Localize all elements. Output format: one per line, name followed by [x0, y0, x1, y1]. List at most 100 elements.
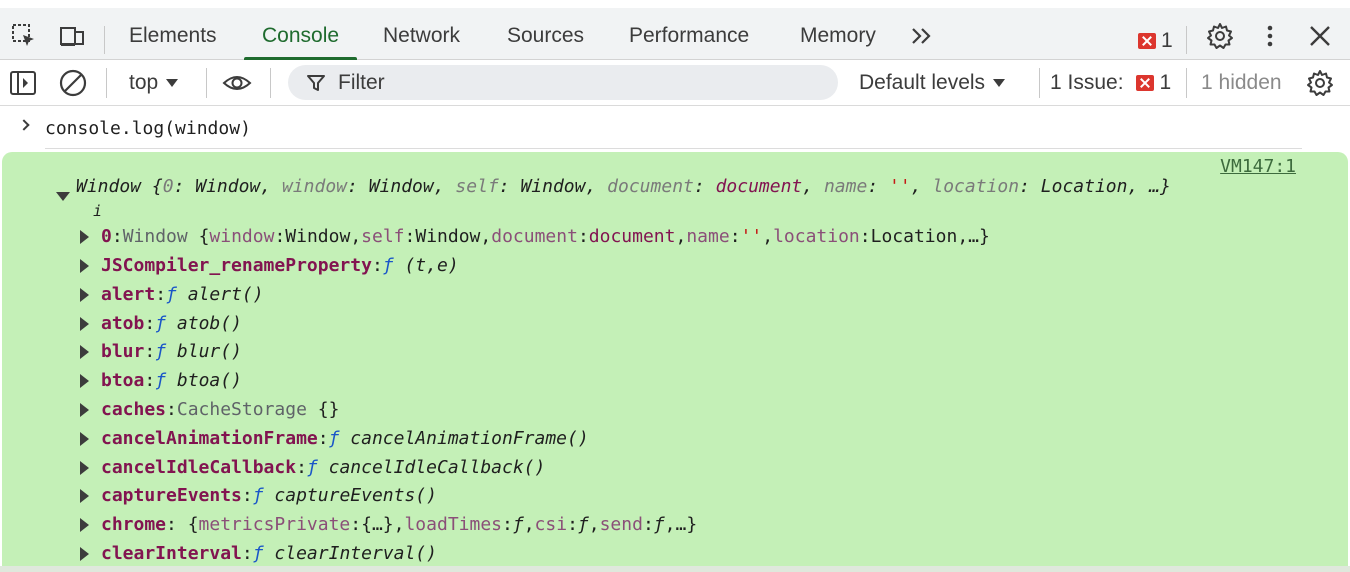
inspect-element-icon[interactable] [10, 22, 38, 50]
prompt-chevron-icon [18, 119, 30, 131]
issues-button[interactable]: 1 Issue: 1 [1050, 70, 1171, 96]
property-row[interactable]: btoa: ƒ btoa() [80, 366, 242, 395]
summary-key: name [823, 176, 868, 197]
source-link[interactable]: VM147:1 [1220, 156, 1296, 177]
property-row[interactable]: cancelAnimationFrame: ƒ cancelAnimationF… [80, 424, 589, 453]
property-row[interactable]: blur: ƒ blur() [80, 337, 242, 366]
summary-key: window [281, 176, 347, 197]
property-row[interactable]: cancelIdleCallback: ƒ cancelIdleCallback… [80, 453, 545, 482]
settings-icon[interactable] [1206, 22, 1234, 50]
property-key: chrome [101, 514, 167, 535]
tab-console[interactable]: Console [244, 22, 358, 60]
preview-value: Window [285, 226, 351, 247]
tab-elements[interactable]: Elements [129, 22, 217, 60]
more-tabs-icon[interactable] [908, 22, 936, 50]
preview-value: ƒ [653, 514, 665, 535]
property-row[interactable]: caches: CacheStorage {} [80, 395, 339, 424]
tab-memory[interactable]: Memory [800, 22, 876, 60]
sidebar-toggle-icon[interactable] [8, 68, 38, 98]
property-key: atob [101, 313, 145, 334]
function-marker: ƒ [252, 485, 264, 506]
expand-triangle-icon[interactable] [80, 373, 89, 388]
summary-value: Window [195, 176, 261, 197]
issues-count: 1 [1159, 71, 1172, 94]
context-selector[interactable]: top [129, 70, 179, 96]
tab-label: Sources [507, 24, 585, 47]
property-row[interactable]: clearInterval: ƒ clearInterval() [80, 539, 437, 568]
filter-input[interactable]: Filter [288, 65, 838, 100]
object-class: Window [76, 176, 142, 197]
property-row[interactable]: captureEvents: ƒ captureEvents() [80, 481, 437, 510]
preview-key: name [686, 226, 730, 247]
toolbar-divider [1186, 68, 1187, 98]
expand-triangle-icon[interactable] [80, 287, 89, 302]
property-key: captureEvents [101, 485, 242, 506]
log-levels-dropdown[interactable]: Default levels [859, 70, 1006, 96]
issues-label: 1 Issue: [1050, 71, 1124, 94]
summary-key: location [932, 176, 1020, 197]
tab-network[interactable]: Network [383, 22, 460, 60]
preview-key: location [773, 226, 860, 247]
preview-value: document [588, 226, 676, 247]
error-icon [1138, 33, 1156, 49]
bottom-scroll-edge [0, 566, 1350, 572]
preview-key: document [491, 226, 578, 247]
expand-triangle-icon[interactable] [80, 258, 89, 273]
console-command: console.log(window) [45, 118, 251, 139]
expand-triangle-icon[interactable] [56, 192, 70, 201]
tab-performance[interactable]: Performance [629, 22, 749, 60]
property-key: JSCompiler_renameProperty [101, 255, 372, 276]
tab-sources[interactable]: Sources [507, 22, 584, 60]
property-row[interactable]: chrome: {metricsPrivate: {…}, loadTimes:… [80, 510, 697, 539]
expand-triangle-icon[interactable] [80, 460, 89, 475]
error-count-badge[interactable]: 1 [1138, 29, 1173, 53]
function-marker: ƒ [382, 255, 394, 276]
expand-triangle-icon[interactable] [80, 488, 89, 503]
function-signature: (t,e) [404, 255, 459, 276]
summary-value: Location [1040, 176, 1128, 197]
property-row[interactable]: JSCompiler_renameProperty: ƒ (t,e) [80, 251, 459, 280]
expand-triangle-icon[interactable] [80, 229, 89, 244]
function-signature: btoa() [176, 370, 242, 391]
console-toolbar: top Filter Default levels 1 Issue: 1 1 h… [0, 60, 1350, 106]
eye-icon[interactable] [222, 68, 252, 98]
expand-triangle-icon[interactable] [80, 316, 89, 331]
summary-value: Window [368, 176, 434, 197]
property-key: 0 [101, 226, 112, 247]
expand-triangle-icon[interactable] [80, 402, 89, 417]
preview-tail: {} [317, 399, 340, 420]
summary-key: self [455, 176, 499, 197]
property-key: alert [101, 284, 156, 305]
expand-triangle-icon[interactable] [80, 546, 89, 561]
close-icon[interactable] [1306, 22, 1334, 50]
clear-console-icon[interactable] [58, 68, 88, 98]
object-summary[interactable]: Window {0: Window, window: Window, self:… [76, 176, 1171, 197]
expand-triangle-icon[interactable] [80, 431, 89, 446]
preview-value: '' [740, 226, 763, 247]
console-input-echo: console.log(window) [0, 108, 1350, 149]
expand-triangle-icon[interactable] [80, 344, 89, 359]
tab-label: Performance [629, 24, 750, 47]
property-row[interactable]: atob: ƒ atob() [80, 309, 242, 338]
more-options-icon[interactable] [1256, 22, 1284, 50]
preview-tail: …} [675, 514, 698, 535]
function-marker: ƒ [166, 284, 177, 305]
function-marker: ƒ [155, 370, 167, 391]
function-signature: blur() [176, 341, 242, 362]
device-toolbar-icon[interactable] [58, 22, 86, 50]
issue-error-icon [1135, 75, 1154, 91]
property-row[interactable]: alert: ƒ alert() [80, 280, 264, 309]
chevron-down-icon [166, 79, 179, 88]
expand-triangle-icon[interactable] [80, 517, 89, 532]
summary-value: document [715, 176, 803, 197]
log-levels-value: Default levels [859, 71, 986, 94]
property-key: btoa [101, 370, 145, 391]
property-row[interactable]: 0: Window {window: Window, self: Window,… [80, 222, 990, 251]
preview-value: Window [415, 226, 481, 247]
toolbar-divider [1039, 68, 1040, 98]
devtools-tab-bar: Elements Console Network Sources Perform… [0, 0, 1350, 60]
info-icon[interactable]: i [93, 202, 103, 220]
summary-value: Window [520, 176, 586, 197]
property-key: blur [101, 341, 145, 362]
console-settings-icon[interactable] [1305, 68, 1335, 98]
